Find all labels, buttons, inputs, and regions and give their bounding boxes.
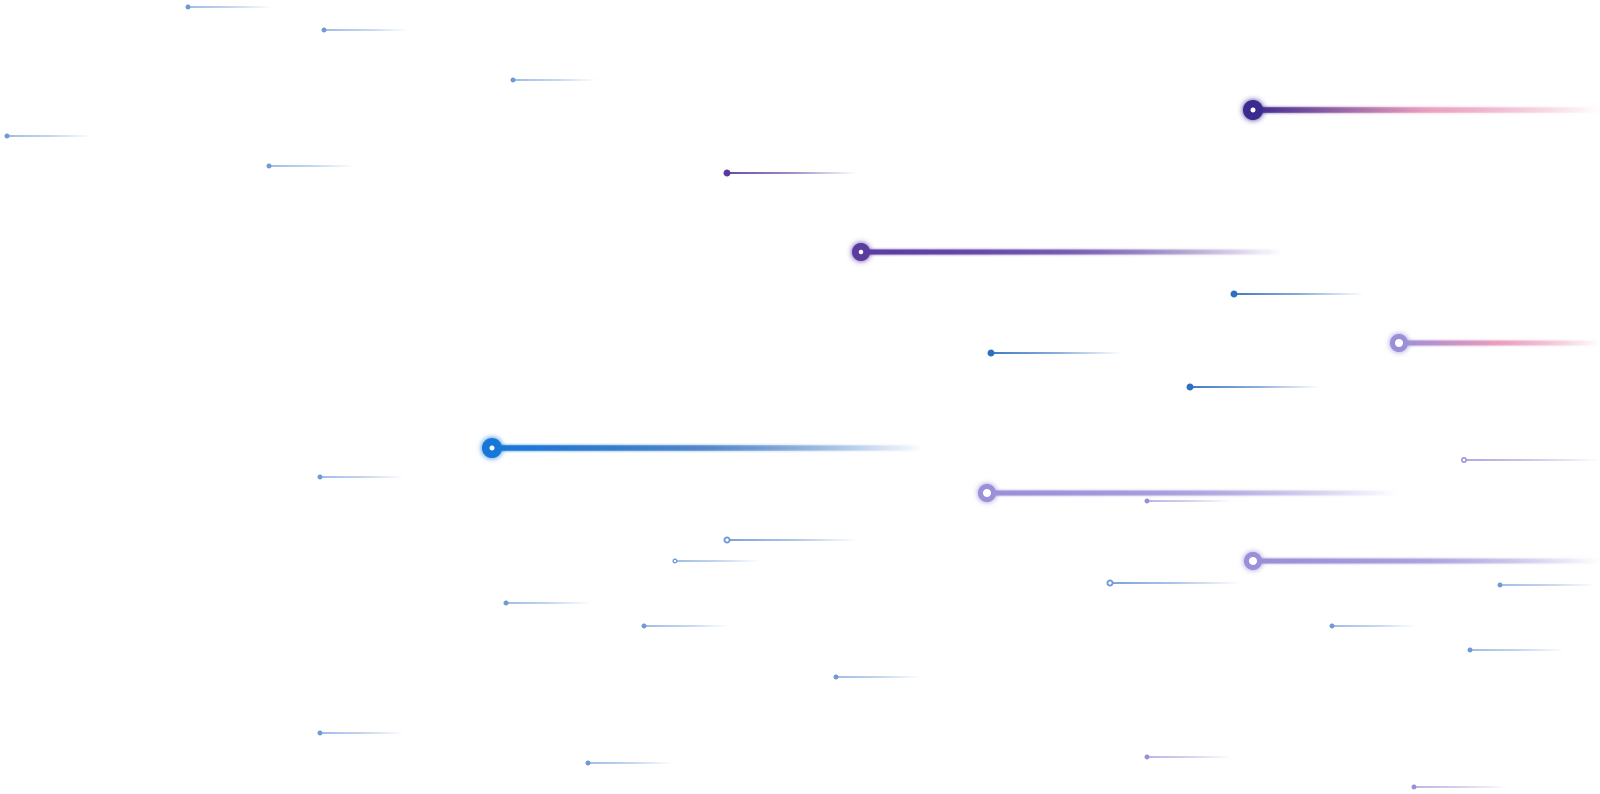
streak-core (858, 249, 864, 255)
streak-head (833, 674, 839, 680)
streak-tail (836, 676, 921, 678)
streak-tail (492, 445, 922, 451)
streak-tail (727, 172, 857, 174)
streak-head (317, 730, 323, 736)
streak-tail (991, 352, 1121, 354)
streak-tail (861, 249, 1281, 255)
streak-core (1462, 458, 1466, 462)
streak-tail (1234, 293, 1364, 295)
streak-core (1250, 107, 1256, 113)
streak-tail (1253, 107, 1600, 113)
streak-core (982, 488, 992, 498)
streak-tail (1190, 386, 1320, 388)
streak-tail (1399, 340, 1600, 346)
streak-head (1186, 383, 1194, 391)
streak-head (503, 600, 509, 606)
streak-head (1411, 784, 1417, 790)
streak-tail (644, 625, 729, 627)
streak-head (987, 349, 995, 357)
streak-head (1144, 754, 1150, 760)
streak-tail (1470, 649, 1565, 651)
streak-tail (1464, 459, 1600, 461)
streak-tail (324, 29, 409, 31)
streak-tail (513, 79, 598, 81)
streak-head (1329, 623, 1335, 629)
streak-head (317, 474, 323, 480)
streak-head (641, 623, 647, 629)
streak-tail (506, 602, 591, 604)
streak-tail (588, 762, 673, 764)
streak-head (1497, 582, 1503, 588)
streak-head (4, 133, 10, 139)
streak-core (673, 559, 677, 563)
streak-tail (1332, 625, 1417, 627)
streak-tail (1414, 786, 1509, 788)
streak-head (185, 4, 191, 10)
streak-tail (987, 490, 1397, 496)
streak-head (1467, 647, 1473, 653)
streak-head (1144, 498, 1150, 504)
streak-tail (269, 165, 354, 167)
streak-tail (675, 560, 760, 562)
streak-core (1248, 556, 1258, 566)
streak-group (4, 4, 1600, 790)
streak-tail (1110, 582, 1240, 584)
streak-core (725, 538, 729, 542)
streak-head (585, 760, 591, 766)
streak-tail (7, 135, 92, 137)
streak-tail (1147, 500, 1232, 502)
streak-tail (188, 6, 273, 8)
streak-tail (1253, 558, 1600, 564)
streak-head (321, 27, 327, 33)
streak-tail (1147, 756, 1232, 758)
streak-tail (727, 539, 857, 541)
streak-core (1108, 581, 1112, 585)
streak-head (1230, 290, 1238, 298)
streak-core (489, 445, 495, 451)
streak-tail (320, 476, 405, 478)
streak-tail (320, 732, 405, 734)
streak-head (723, 169, 731, 177)
streak-core (1394, 338, 1404, 348)
streak-head (510, 77, 516, 83)
streak-head (266, 163, 272, 169)
streak-tail (1500, 584, 1595, 586)
